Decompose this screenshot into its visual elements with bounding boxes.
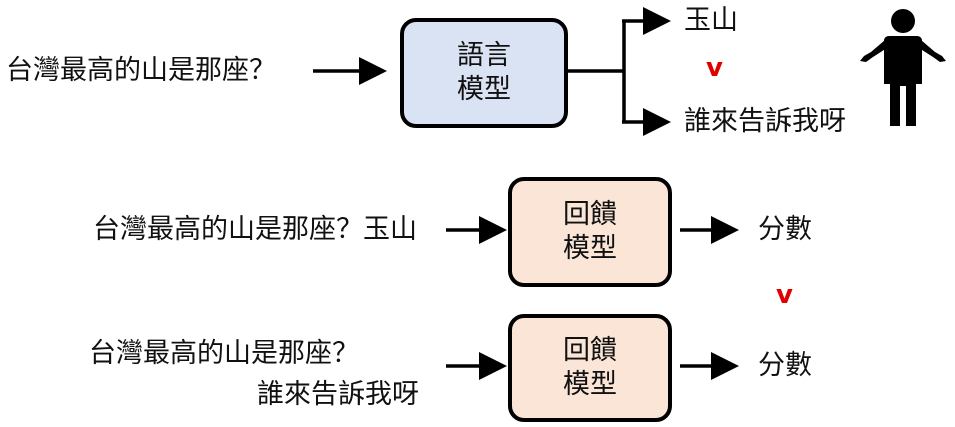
top-question: 台灣最高的山是那座？: [6, 55, 276, 86]
feedback-model-1-label-line2: 模型: [563, 233, 617, 264]
comparison-mark-top: v: [706, 53, 723, 83]
comparison-mark-scores: v: [776, 280, 793, 310]
feedback-model-box-1: 回饋 模型: [508, 177, 672, 287]
bottom-input-question: 台灣最高的山是那座？: [89, 338, 359, 369]
feedback-model-1-label-line1: 回饋: [563, 199, 617, 231]
answer-good: 玉山: [684, 5, 738, 36]
score-1: 分數: [758, 214, 812, 245]
feedback-model-2-label-line2: 模型: [563, 369, 617, 400]
score-2: 分數: [758, 350, 812, 381]
shrugging-person-icon: [860, 9, 946, 126]
feedback-model-box-2: 回饋 模型: [508, 314, 672, 422]
answer-bad: 誰來告訴我呀: [684, 106, 846, 137]
bottom-input-answer: 誰來告訴我呀: [257, 379, 419, 410]
feedback-model-2-label-line1: 回饋: [563, 335, 617, 367]
language-model-box: 語言 模型: [400, 18, 568, 128]
language-model-label-line2: 模型: [457, 74, 511, 105]
language-model-label-line1: 語言: [457, 40, 511, 72]
middle-input: 台灣最高的山是那座？玉山: [93, 214, 417, 245]
